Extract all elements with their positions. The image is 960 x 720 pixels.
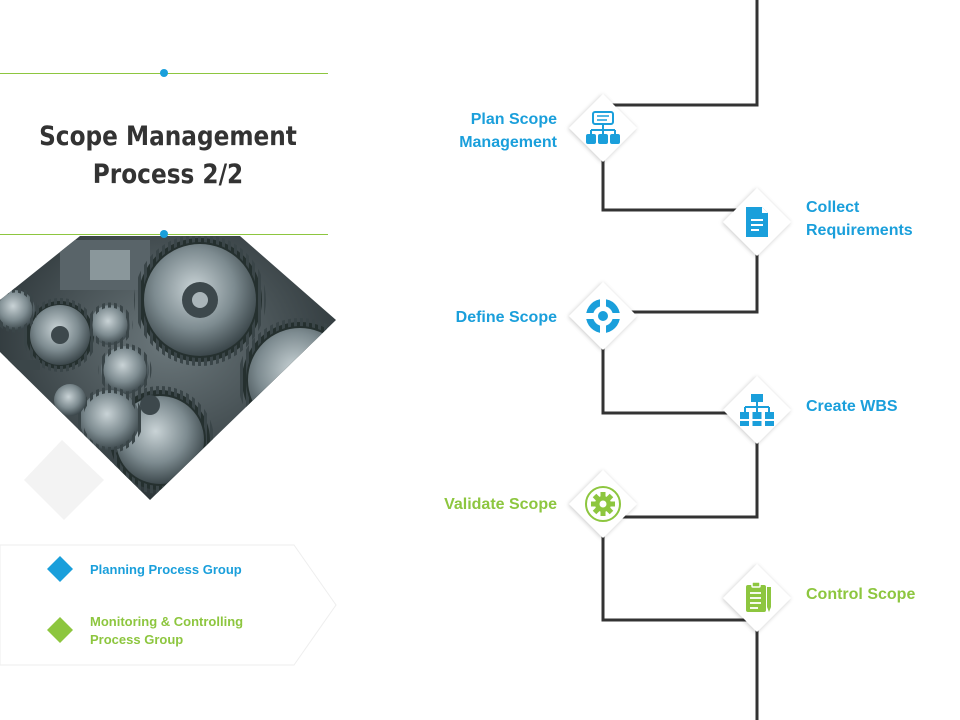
page-title: Scope Management Process 2/2 [24, 118, 313, 194]
gears-photo [0, 236, 336, 520]
legend-swatch-monitoring [47, 617, 73, 643]
step-node-define-scope [569, 282, 637, 350]
watermark-diamond [24, 440, 104, 520]
page-title-line-1: Scope Management [39, 121, 297, 152]
document-icon [746, 207, 768, 237]
step-node-validate-scope [569, 470, 637, 538]
org-chart-icon [740, 394, 774, 426]
top-divider-dot [160, 69, 168, 77]
step-label-validate-scope: Validate Scope [444, 496, 557, 513]
photo-top-dot [160, 230, 168, 238]
flow-connector-line [601, 0, 759, 720]
step-label-control-scope: Control Scope [806, 586, 916, 603]
step-label-collect-requirements: Collect Requirements [806, 199, 913, 239]
hierarchy-icon [586, 111, 620, 144]
page-title-line-2: Process 2/2 [92, 159, 244, 190]
clipboard-icon [746, 581, 771, 612]
gear-icon [585, 486, 621, 522]
legend-swatch-planning [47, 556, 73, 582]
legend-label-planning: Planning Process Group [90, 562, 242, 577]
step-node-control-scope [723, 564, 791, 632]
legend-label-monitoring: Monitoring & Controlling Process Group [90, 614, 244, 647]
step-node-create-wbs [723, 376, 791, 444]
step-label-create-wbs: Create WBS [806, 398, 898, 415]
step-label-define-scope: Define Scope [455, 309, 557, 326]
step-node-collect-requirements [723, 188, 791, 256]
target-icon [586, 299, 620, 333]
legend-panel [0, 544, 337, 666]
step-label-plan-scope-management: Plan Scope Management [459, 111, 557, 151]
